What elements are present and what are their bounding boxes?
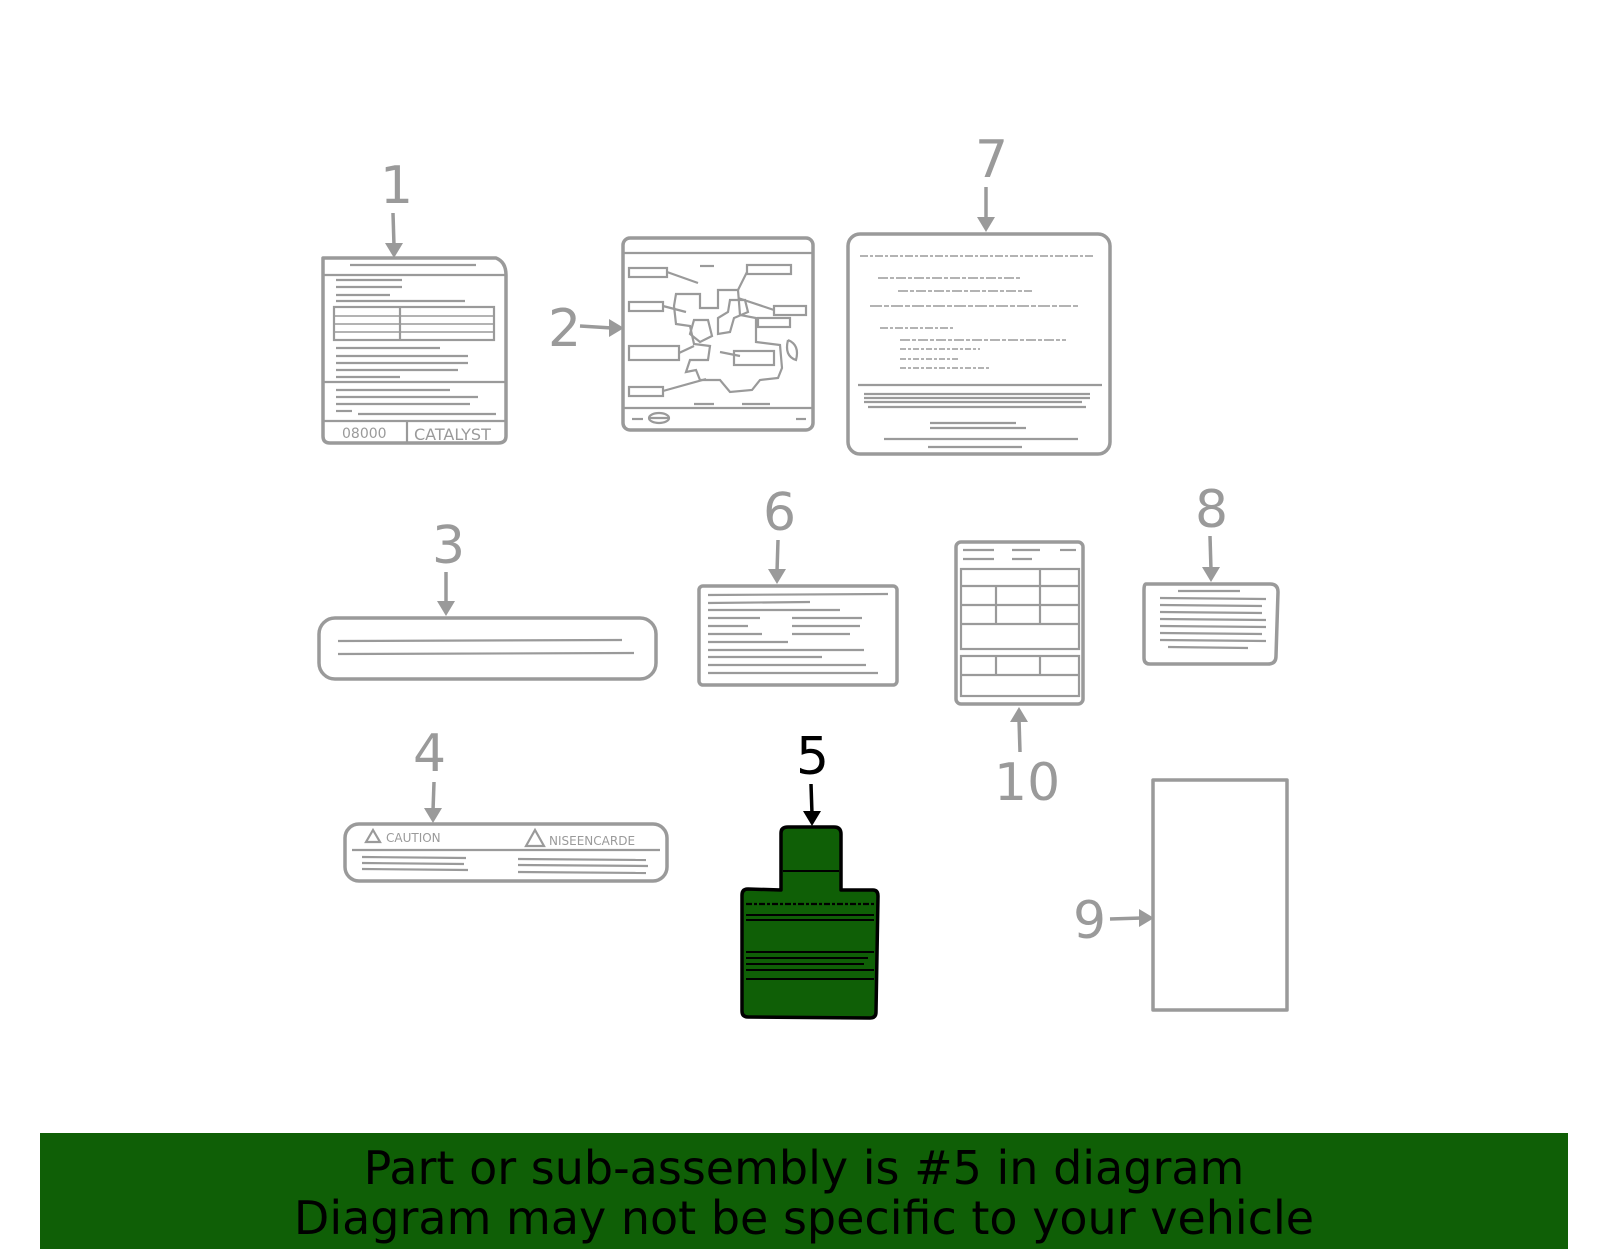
part-8-small-label[interactable]: [1142, 582, 1280, 666]
callout-7: 7: [975, 130, 1008, 190]
leader-arrows: [385, 187, 1220, 927]
callout-5: 5: [796, 727, 829, 787]
part-9-blank-label[interactable]: [1151, 778, 1289, 1012]
callout-3: 3: [432, 516, 465, 576]
part-6-text-label[interactable]: [697, 584, 899, 687]
label-1-code-text: 08000: [342, 426, 387, 442]
label-4-caution-text: CAUTION: [386, 831, 441, 845]
part-2-vacuum-diagram-label[interactable]: [621, 236, 815, 432]
callout-6: 6: [763, 483, 796, 543]
banner-line-1: Part or sub-assembly is #5 in diagram: [363, 1141, 1245, 1195]
part-4-caution-label[interactable]: CAUTION NISEENCARDE: [343, 822, 669, 883]
part-7-info-label[interactable]: [846, 232, 1112, 456]
callout-1: 1: [380, 156, 413, 216]
label-1-catalyst-text: CATALYST: [414, 425, 491, 444]
label-4-warning-text: NISEENCARDE: [549, 834, 635, 848]
callout-8: 8: [1195, 480, 1228, 540]
part-10-table-label[interactable]: [954, 540, 1085, 706]
callout-2: 2: [548, 299, 581, 359]
info-banner: Part or sub-assembly is #5 in diagram Di…: [40, 1133, 1568, 1249]
callout-10: 10: [994, 753, 1060, 813]
part-1-emission-label[interactable]: 08000 CATALYST: [321, 256, 508, 445]
callout-9: 9: [1073, 891, 1106, 951]
callout-4: 4: [413, 724, 446, 784]
part-3-strip-label[interactable]: [317, 616, 658, 681]
part-5-highlighted-label[interactable]: [740, 825, 880, 1020]
banner-line-2: Diagram may not be specific to your vehi…: [293, 1191, 1315, 1245]
